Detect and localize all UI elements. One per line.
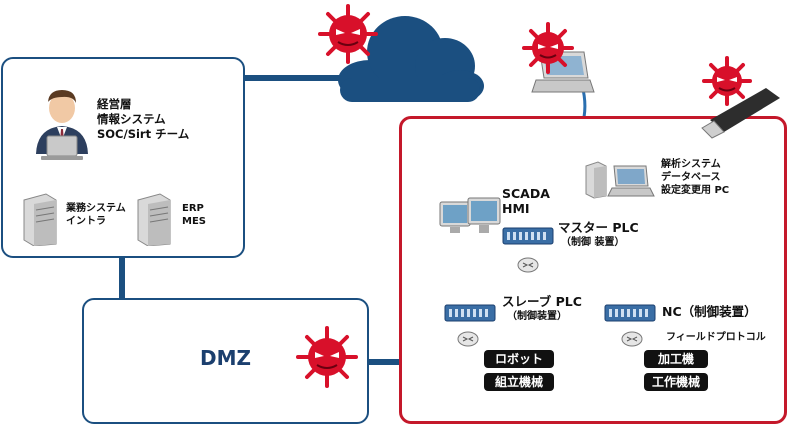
persona-line-3: SOC/Sirt チーム [97, 127, 190, 141]
slave-plc-sublabel: （制御装置） [507, 311, 567, 322]
database-text: データベース [661, 172, 721, 183]
mes-text: MES [182, 216, 206, 227]
persona-label: 経営層 情報システム SOC/Sirt チーム [97, 97, 189, 142]
machine-tool-tag: 工作機械 [644, 373, 708, 391]
intranet-text: イントラ [66, 216, 106, 227]
config-pc-text: 設定変更用 PC [661, 185, 730, 196]
nc-icon [604, 304, 656, 322]
virus-icon-dmz [296, 326, 358, 388]
slave-plc-icon [444, 304, 496, 322]
slave-plc-label: スレーブ PLC [502, 294, 582, 309]
business-system-text: 業務システム [66, 203, 126, 214]
nc-label: NC（制御装置） [662, 304, 757, 319]
persona-line-1: 経営層 [97, 97, 132, 111]
analysis-system-text: 解析システム [661, 159, 721, 170]
master-plc-label: マスター PLC [558, 220, 639, 235]
scada-monitors-icon [439, 197, 501, 233]
master-plc-sublabel: （制御 装置） [561, 237, 625, 248]
engineering-station-icon [585, 161, 655, 199]
person-icon [36, 90, 88, 160]
slave-switch-icon [457, 331, 479, 347]
cloud-icon [338, 16, 484, 102]
erp-server-icon [137, 193, 171, 246]
robot-tag: ロボット [484, 350, 554, 368]
nc-switch-icon [621, 331, 643, 347]
usb-drive-icon [701, 88, 780, 139]
assembly-machine-tag: 組立機械 [484, 373, 554, 391]
business-server-icon [23, 193, 57, 246]
engineering-station-label: 解析システム データベース 設定変更用 PC [661, 158, 729, 197]
erp-text: ERP [182, 203, 204, 214]
field-protocol-label: フィールドプロトコル [666, 332, 766, 343]
persona-line-2: 情報システム [97, 112, 166, 126]
dmz-label: DMZ [199, 346, 251, 370]
processing-machine-tag: 加工機 [644, 350, 708, 368]
hmi-text: HMI [502, 201, 530, 216]
master-switch-icon [517, 257, 539, 273]
master-plc-icon [502, 227, 554, 245]
virus-icon-laptop [522, 22, 574, 74]
scada-text: SCADA [502, 186, 550, 201]
scada-label: SCADA HMI [502, 186, 550, 216]
erp-server-label: ERP MES [182, 202, 206, 228]
virus-icon-usb [702, 56, 752, 106]
virus-icon-cloud [318, 4, 378, 64]
business-server-label: 業務システム イントラ [66, 202, 126, 228]
